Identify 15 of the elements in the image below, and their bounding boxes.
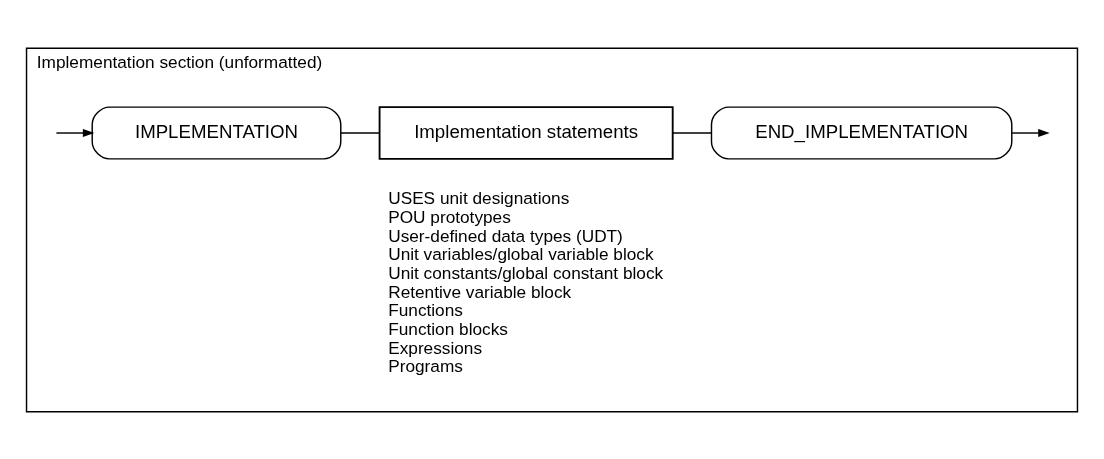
- arrow: [1011, 128, 1050, 137]
- arrow: [55, 128, 95, 137]
- node-box: Implementation statements: [378, 105, 674, 160]
- node-label: Function blocks: [388, 318, 508, 339]
- node-label: Expressions: [388, 337, 483, 358]
- connector: [672, 131, 713, 134]
- node-label: POU prototypes: [388, 206, 511, 227]
- node-label: Retentive variable block: [388, 281, 572, 302]
- node-label: USES unit designations: [388, 187, 570, 208]
- node-label: User-defined data types (UDT): [388, 225, 623, 246]
- node-label: Unit constants/global constant block: [388, 262, 664, 283]
- node-label: Functions: [388, 299, 463, 320]
- connector: [340, 131, 381, 134]
- node-box: IMPLEMENTATION: [91, 105, 342, 160]
- node-box: END_IMPLEMENTATION: [710, 105, 1013, 160]
